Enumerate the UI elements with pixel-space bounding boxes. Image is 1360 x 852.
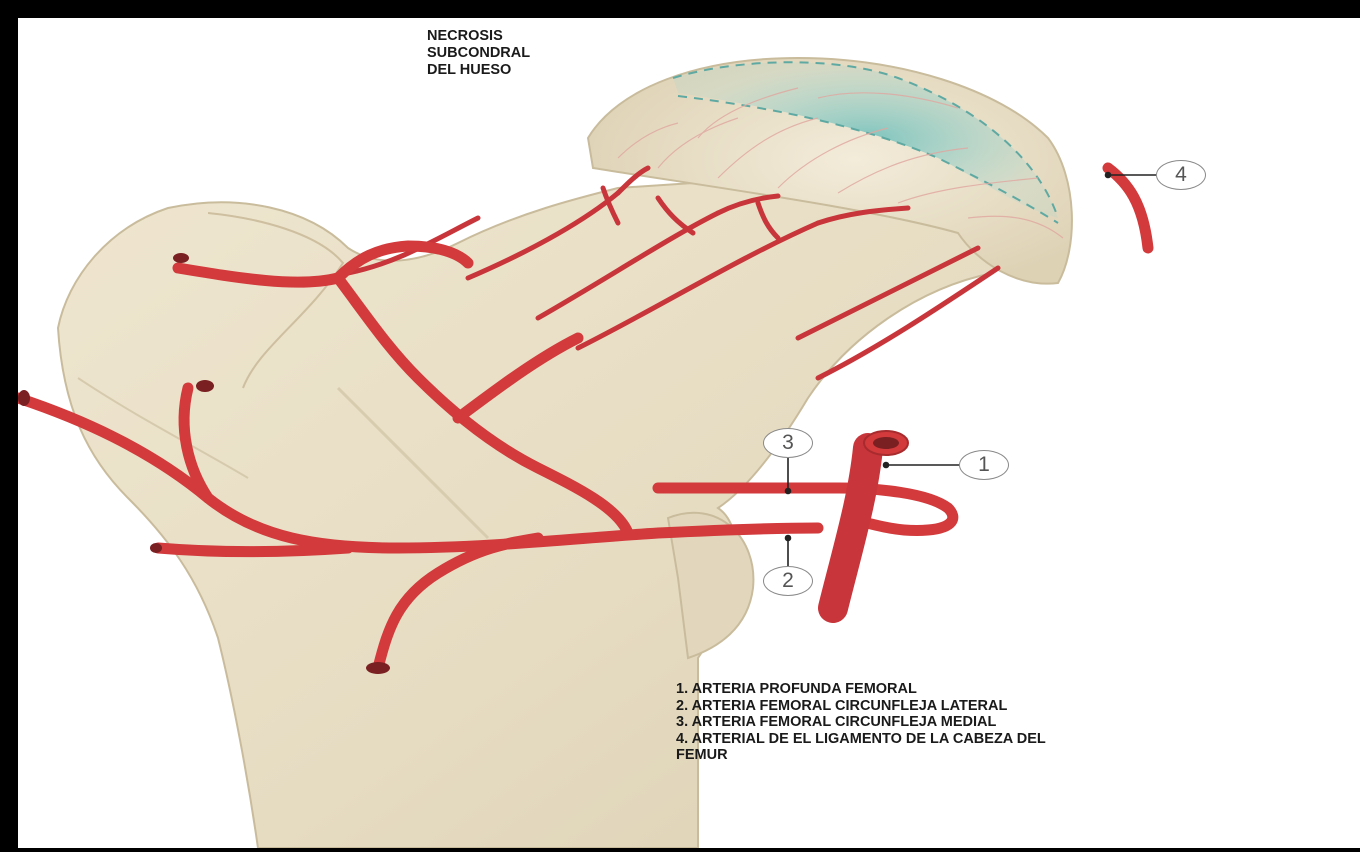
illustration-canvas: NECROSIS SUBCONDRAL DEL HUESO 4 1 3 2 1.… <box>18 18 1360 848</box>
legend-item: FEMUR <box>676 747 1356 764</box>
callout-4: 4 <box>1156 160 1206 190</box>
title-line: SUBCONDRAL <box>427 45 627 62</box>
legend-item: 3. ARTERIA FEMORAL CIRCUNFLEJA MEDIAL <box>676 714 1356 731</box>
leader-dot-4 <box>1106 173 1111 178</box>
title-line: NECROSIS <box>427 28 627 45</box>
leader-dot-2 <box>786 536 791 541</box>
callout-2: 2 <box>763 566 813 596</box>
vessel-end <box>366 662 390 674</box>
legend-item: 2. ARTERIA FEMORAL CIRCUNFLEJA LATERAL <box>676 698 1356 715</box>
title-line: DEL HUESO <box>427 62 627 79</box>
vessel-end <box>196 380 214 392</box>
legend-item: 1. ARTERIA PROFUNDA FEMORAL <box>676 681 1356 698</box>
profunda-femoral-lumen-inner <box>873 437 899 449</box>
leader-dot-3 <box>786 489 791 494</box>
profunda-femoral-artery <box>833 448 868 608</box>
legend-item: 4. ARTERIAL DE EL LIGAMENTO DE LA CABEZA… <box>676 731 1356 748</box>
vessel-end <box>173 253 189 263</box>
necrosis-title: NECROSIS SUBCONDRAL DEL HUESO <box>427 28 627 79</box>
legend: 1. ARTERIA PROFUNDA FEMORAL 2. ARTERIA F… <box>676 681 1356 764</box>
vessel-end <box>18 390 30 406</box>
vessel-end <box>150 543 162 553</box>
callout-3: 3 <box>763 428 813 458</box>
callout-1: 1 <box>959 450 1009 480</box>
leader-dot-1 <box>884 463 889 468</box>
